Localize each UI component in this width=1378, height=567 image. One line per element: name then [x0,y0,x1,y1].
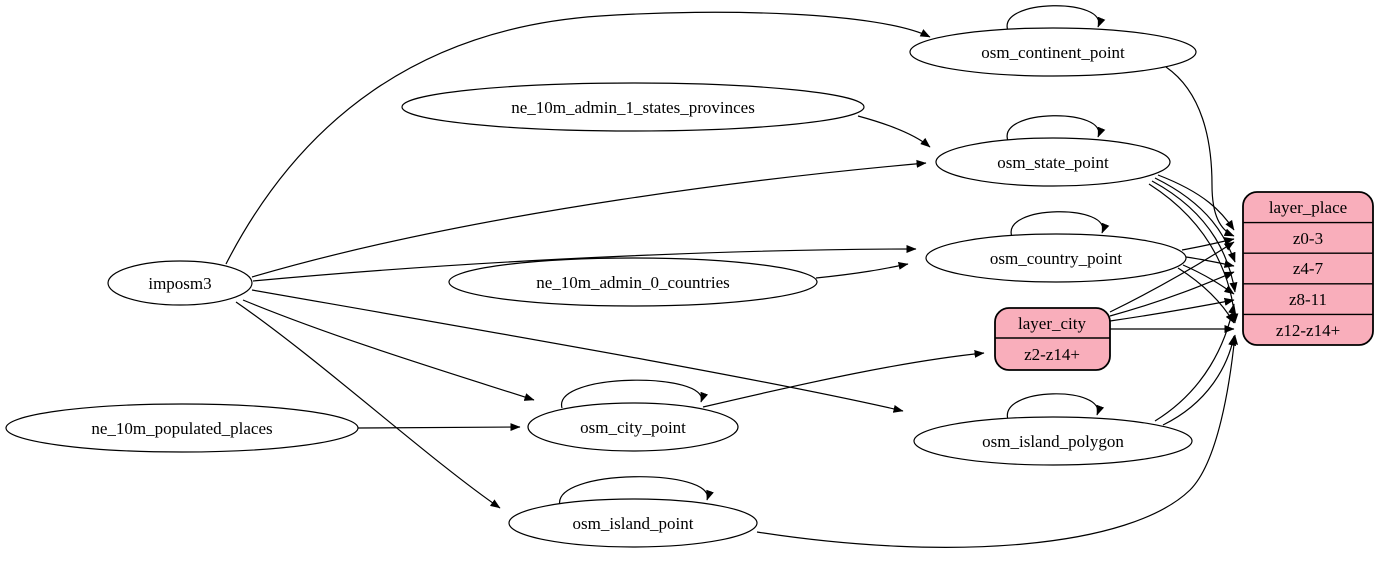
osm_island_polygon-label: osm_island_polygon [982,432,1124,451]
layer_place-title: layer_place [1269,198,1347,217]
edge-imposm3-osm_island_point [235,301,501,509]
osm_island_point-shape [508,498,758,548]
edge-osm_state_point-layer_place-z4-7 [1154,177,1236,263]
edge-imposm3-osm_state_point [251,159,927,278]
edge-osm_island_polygon-layer_place-z8-11 [1154,303,1237,422]
edge-osm_continent_point-layer_place-z0-3 [1165,66,1235,237]
node-osm_island_point: osm_island_point [508,498,758,548]
edge-osm_island_point-layer_place-z12-z14 [756,334,1239,548]
node-osm_state_point: osm_state_point [935,137,1171,187]
osm_country_point-shape [925,233,1187,283]
edge-imposm3-osm_city_point [242,299,535,401]
edge-ne_10m_admin_0_countries-osm_country_point [815,261,909,279]
osm_continent_point-shape [909,27,1197,77]
osm_state_point-label: osm_state_point [997,153,1109,172]
edge-layer_city-layer_place-z8-11 [1109,297,1235,322]
record-layer_city: layer_city z2-z14+ [994,307,1111,371]
edge-ne_10m_admin_1_states_provinces-osm_state_point [857,115,931,148]
edge-imposm3-osm_continent_point [225,11,931,265]
edge-osm_island_polygon-layer_place-z12-z14 [1162,335,1237,426]
edge-imposm3-osm_island_polygon [251,289,904,413]
layer_city-row-z2-z14: z2-z14+ [1024,345,1080,364]
ne_10m_admin_1_states_provinces-shape [401,82,865,132]
layer_place-box [1242,191,1374,346]
ne_10m_populated_places-shape [5,403,359,453]
edge-layer_city-layer_place-z4-7 [1109,271,1235,317]
osm_island_polygon-shape [913,416,1193,466]
layer_place-row-z0-3: z0-3 [1293,229,1323,248]
node-imposm3: imposm3 [107,260,253,306]
edge-layer_city-layer_place-z0-3 [1109,241,1235,313]
layer_place-row-z12-z14: z12-z14+ [1276,321,1340,340]
edge-osm_country_point-layer_place-z8-11 [1182,264,1235,295]
self-loop-osm_continent_point [1006,5,1106,32]
ne_10m_admin_1_states_provinces-label: ne_10m_admin_1_states_provinces [511,98,755,117]
record-layer_place: layer_place z0-3 z4-7 z8-11 z12-z14+ [1242,191,1374,346]
layer_city-box [994,307,1111,371]
node-ne_10m_admin_0_countries: ne_10m_admin_0_countries [448,257,818,307]
self-loop-osm_state_point [1006,115,1106,142]
layer_city-title: layer_city [1018,314,1086,333]
osm_state_point-shape [935,137,1171,187]
node-osm_city_point: osm_city_point [527,402,739,452]
osm_country_point-label: osm_country_point [990,249,1122,268]
osm_city_point-shape [527,402,739,452]
edge-ne_10m_populated_places-osm_city_point [357,423,521,432]
self-loop-osm_island_point [559,476,714,507]
node-osm_island_polygon: osm_island_polygon [913,416,1193,466]
edge-layer [225,5,1239,548]
ne_10m_admin_0_countries-shape [448,257,818,307]
node-osm_continent_point: osm_continent_point [909,27,1197,77]
imposm3-shape [107,260,253,306]
ne_10m_admin_0_countries-label: ne_10m_admin_0_countries [536,273,730,292]
layer_place-row-z8-11: z8-11 [1289,290,1327,309]
node-ne_10m_populated_places: ne_10m_populated_places [5,403,359,453]
edge-osm_country_point-layer_place-z4-7 [1185,256,1235,268]
ne_10m_populated_places-label: ne_10m_populated_places [91,419,272,438]
layer_place-row-z4-7: z4-7 [1293,259,1324,278]
self-loop-osm_island_polygon [1007,393,1105,421]
edge-osm_state_point-layer_place-z8-11 [1151,180,1238,293]
edge-osm_state_point-layer_place-z0-3 [1157,174,1235,231]
edge-osm_city_point-layer_city-z2-z14 [702,349,985,408]
edge-imposm3-osm_country_point [252,245,917,282]
osm_city_point-label: osm_city_point [580,418,686,437]
node-ne_10m_admin_1_states_provinces: ne_10m_admin_1_states_provinces [401,82,865,132]
node-osm_country_point: osm_country_point [925,233,1187,283]
self-loop-osm_city_point [561,379,708,409]
self-loop-osm_country_point [1010,211,1110,238]
osm_continent_point-label: osm_continent_point [981,43,1125,62]
edge-osm_country_point-layer_place-z0-3 [1181,237,1235,251]
osm_island_point-label: osm_island_point [573,514,694,533]
imposm3-label: imposm3 [148,274,211,293]
